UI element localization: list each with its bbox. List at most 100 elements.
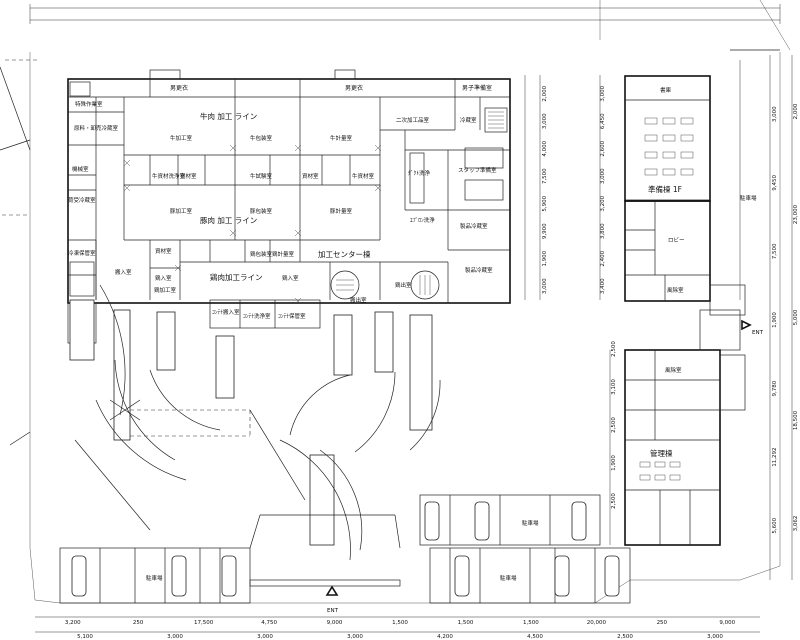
dimension-label: 3,200: [65, 620, 81, 626]
car-icon: [221, 555, 237, 597]
room-label: 鶏入室: [282, 274, 299, 282]
dimension-label: 3,000: [600, 168, 606, 184]
dimension-label: 2,600: [600, 140, 606, 156]
dimension-lines: [35, 55, 793, 633]
room-label: 資材室: [302, 172, 319, 180]
room-label: 鶏加工室: [154, 286, 177, 294]
main-building-name: 加工センター棟: [318, 249, 371, 259]
top-dimension: [29, 4, 781, 24]
dimension-label: 6,450: [600, 113, 606, 129]
room-label: 風除室: [667, 286, 684, 294]
dimension-label: 3,100: [611, 379, 617, 395]
main-building: 男更衣 男更衣 男子準備室 特殊作業室 原料・卸売冷蔵室 機械室 荷受冷蔵室 冷…: [67, 69, 511, 344]
car-icon: [71, 555, 87, 597]
room-label: ロビー: [668, 236, 685, 244]
dimension-label: 20,000: [587, 620, 607, 626]
dimension-label: 1,500: [458, 620, 474, 626]
dimension-label: 2,500: [611, 417, 617, 433]
room-label: 資材室: [155, 247, 172, 255]
dimension-label: 2,500: [617, 634, 633, 640]
room-label: 製品冷蔵室: [465, 266, 493, 274]
dimension-label: 9,900: [542, 223, 548, 239]
car-icon: [474, 501, 490, 541]
room-label: スタッフ準備室: [458, 166, 497, 174]
room-label: 冷蔵室: [460, 116, 477, 124]
admin-building-name: 管理棟: [650, 448, 673, 458]
dimension-label: 3,400: [600, 278, 606, 294]
dimension-label: 3,062: [793, 516, 799, 532]
admin-building: 風除室 管理棟 ENT: [624, 309, 764, 546]
machine-icon: [330, 270, 360, 300]
truck-icon: [156, 311, 176, 371]
dimension-label: 5,100: [77, 634, 93, 640]
room-label: 牛資材洗浄室: [152, 172, 186, 180]
room-label: 男更衣: [345, 84, 363, 92]
dimension-label: 3,000: [542, 278, 548, 294]
room-label: 資材室: [180, 172, 197, 180]
room-label: 牛資材室: [352, 172, 375, 180]
room-label: ｴﾌﾟﾛﾝ洗浄: [410, 216, 435, 224]
room-label: ｺﾝﾃﾅ保管室: [278, 312, 306, 320]
dimension-label: 250: [133, 620, 144, 626]
dimension-label: 9,000: [719, 620, 735, 626]
room-label: 鶏包装室: [250, 250, 273, 258]
pork-line-label: 豚肉 加工 ライン: [200, 215, 257, 225]
dimension-label: 250: [657, 620, 668, 626]
room-label: 男子準備室: [462, 84, 492, 92]
dimension-label: 2,000: [793, 103, 799, 119]
room-label: 書庫: [660, 86, 672, 94]
room-label: 豚包装室: [250, 207, 273, 215]
room-label: 搬出室: [350, 296, 367, 304]
car-icon: [171, 555, 187, 597]
door-icon: [123, 144, 382, 305]
room-label: 風除室: [665, 366, 682, 374]
dimension-label: 4,000: [542, 140, 548, 156]
room-label: 牛包装室: [250, 134, 273, 142]
dimension-label: 2,500: [611, 341, 617, 357]
dimension-label: 2,400: [600, 250, 606, 266]
room-label: 機械室: [72, 165, 89, 173]
dimension-label: 5,900: [542, 195, 548, 211]
dimension-label: 4,200: [437, 634, 453, 640]
dimension-label: 9,450: [772, 174, 778, 190]
table-icon: [644, 117, 694, 176]
dimension-label: 1,500: [523, 620, 539, 626]
car-icon: [424, 501, 440, 541]
dimension-label: 3,800: [600, 223, 606, 239]
dimension-label: 3,000: [167, 634, 183, 640]
entrance-label: ENT: [752, 330, 764, 336]
prep-building: 書庫 準備棟 1F ロビー 風除室: [624, 75, 746, 316]
dimension-label: 2,500: [611, 493, 617, 509]
dimension-label: 11,292: [772, 448, 778, 467]
entrance-label: ENT: [327, 608, 339, 614]
dimension-label: 2,000: [542, 85, 548, 101]
entrance-arrow-icon: [741, 319, 752, 331]
car-icon: [571, 501, 587, 541]
room-label: 牛加工室: [170, 134, 193, 142]
parking-label: 駐車場: [500, 574, 517, 582]
parking-label: 駐車場: [740, 194, 757, 202]
staircase-icon: [488, 111, 504, 129]
dimension-label: 3,000: [772, 106, 778, 122]
dimension-label: 18,500: [793, 410, 799, 430]
room-label: 二次加工品室: [396, 116, 430, 124]
entrance-arrow-icon: [325, 585, 339, 596]
dimension-label: 3,000: [707, 634, 723, 640]
dimension-label: 4,750: [261, 620, 277, 626]
dimension-label: 4,500: [527, 634, 543, 640]
room-label: 牛試験室: [250, 172, 273, 180]
chicken-line-label: 鶏肉加工ライン: [210, 272, 263, 282]
beef-line-label: 牛肉 加工 ライン: [200, 111, 257, 121]
car-icon: [554, 555, 570, 597]
dimension-label: 3,000: [542, 113, 548, 129]
room-label: 牛計量室: [330, 134, 353, 142]
dimension-label: 1,500: [392, 620, 408, 626]
dimension-label: 1,900: [611, 455, 617, 471]
dimension-label: 1,900: [772, 312, 778, 328]
dimension-label: 5,000: [793, 309, 799, 325]
room-label: 冷凍保管室: [68, 249, 96, 257]
dimension-label: 3,000: [347, 634, 363, 640]
machine-icon: [410, 270, 440, 300]
room-label: 特殊作業室: [75, 100, 103, 108]
room-label: 搬入室: [115, 268, 132, 276]
